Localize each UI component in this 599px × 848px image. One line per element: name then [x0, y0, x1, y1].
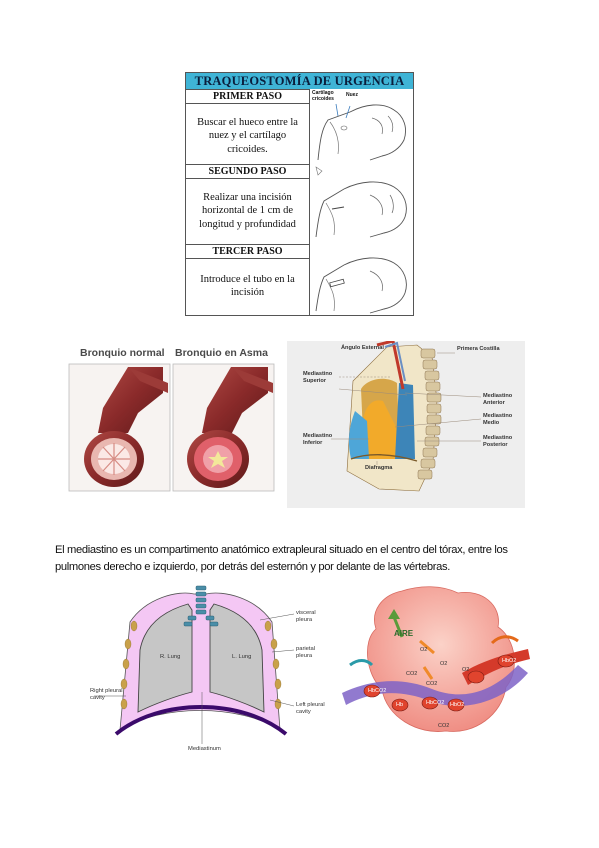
- label-co2-2: CO2: [426, 681, 438, 687]
- table-divider: [309, 89, 310, 315]
- step-2-heading: SEGUNDO PASO: [186, 164, 309, 179]
- middle-region: [362, 400, 399, 459]
- ribs: [120, 620, 282, 710]
- label-mediastino-superior: Mediastino Superior: [303, 371, 333, 384]
- cricoid-label: Cartílago cricoides: [312, 90, 334, 102]
- step-1-text: Buscar el hueco entre la nuez y el cartí…: [197, 116, 298, 155]
- label-hbo2-1: HbO2: [450, 702, 465, 708]
- table-title: TRAQUEOSTOMÍA DE URGENCIA: [186, 73, 413, 89]
- mediastinum-definition: El mediastino es un compartimento anatóm…: [55, 544, 508, 573]
- trachea: [183, 585, 219, 627]
- asthma-bronchus-label: Bronquio en Asma: [175, 347, 268, 359]
- label-hbco2-1: HbCO2: [368, 688, 387, 694]
- nuez-label: Nuez: [346, 92, 358, 98]
- right-lung: [137, 603, 193, 713]
- bronchi-figure: Bronquio normal Bronquio en Asma: [68, 345, 275, 492]
- pleural-cavity-figure: visceral pleura parietal pleura R. Lung …: [90, 580, 340, 758]
- label-mediastino-posterior: Mediastino Posterior: [483, 435, 513, 448]
- label-hbo2-2: HbO2: [502, 658, 517, 664]
- step-2-text: Realizar una incisión horizontal de 1 cm…: [199, 191, 296, 230]
- tracheostomy-table: TRAQUEOSTOMÍA DE URGENCIA PRIMER PASO Bu…: [185, 72, 414, 316]
- label-co2-1: CO2: [406, 671, 418, 677]
- diaphragm-line: [350, 454, 418, 462]
- label-diafragma: Diafragma: [365, 465, 393, 471]
- step-3-heading: TERCER PASO: [186, 244, 309, 259]
- label-o2-3: O2: [462, 667, 470, 673]
- label-mediastinum: Mediastinum: [188, 746, 221, 752]
- label-mediastino-inferior: Mediastino Inferior: [303, 433, 333, 446]
- label-mediastino-medio: Mediastino Medio: [483, 413, 513, 426]
- label-o2-2: O2: [440, 661, 448, 667]
- left-lung: [209, 603, 265, 713]
- mediastinum-figure: Ángulo Esternal Primera Costilla Mediast…: [287, 341, 525, 508]
- label-left-pleural-cavity: Left pleural cavity: [296, 702, 325, 715]
- step-3-text: Introduce el tubo en la incisión: [200, 273, 295, 299]
- label-angulo-esternal: Ángulo Esternal: [341, 345, 384, 351]
- neck-figure-2: [310, 165, 413, 241]
- label-visceral-pleura: visceral pleura: [296, 610, 316, 623]
- label-o2-1: O2: [420, 647, 428, 653]
- label-left-lung: L. Lung: [232, 654, 252, 660]
- diaphragm: [114, 705, 288, 736]
- spine: [417, 348, 442, 480]
- normal-bronchus-label: Bronquio normal: [80, 347, 165, 359]
- posterior-region: [395, 383, 415, 459]
- label-primera-costilla: Primera Costilla: [457, 346, 500, 352]
- label-hbco2-2: HbCO2: [426, 700, 445, 706]
- neck-figure-1: Cartílago cricoides Nuez: [310, 90, 413, 162]
- label-parietal-pleura: parietal pleura: [296, 646, 316, 659]
- label-aire: AIRE: [394, 629, 414, 638]
- label-mediastino-anterior: Mediastino Anterior: [483, 393, 513, 406]
- alveolus-gas-exchange-figure: AIRE O2 O2 O2 CO2 CO2 CO2 HbCO2 Hb HbCO2…: [342, 585, 532, 747]
- label-right-lung: R. Lung: [160, 654, 181, 660]
- mucus-plug: [208, 451, 228, 468]
- anterior-region: [348, 411, 369, 459]
- step-1-heading: PRIMER PASO: [186, 89, 309, 104]
- venous-capillary: [342, 665, 528, 706]
- neck-figure-3: [310, 245, 413, 315]
- label-hb-1: Hb: [396, 702, 404, 708]
- red-blood-cells: [363, 654, 515, 712]
- label-co2-3: CO2: [438, 723, 450, 729]
- label-right-pleural-cavity: Right pleural cavity: [90, 688, 123, 701]
